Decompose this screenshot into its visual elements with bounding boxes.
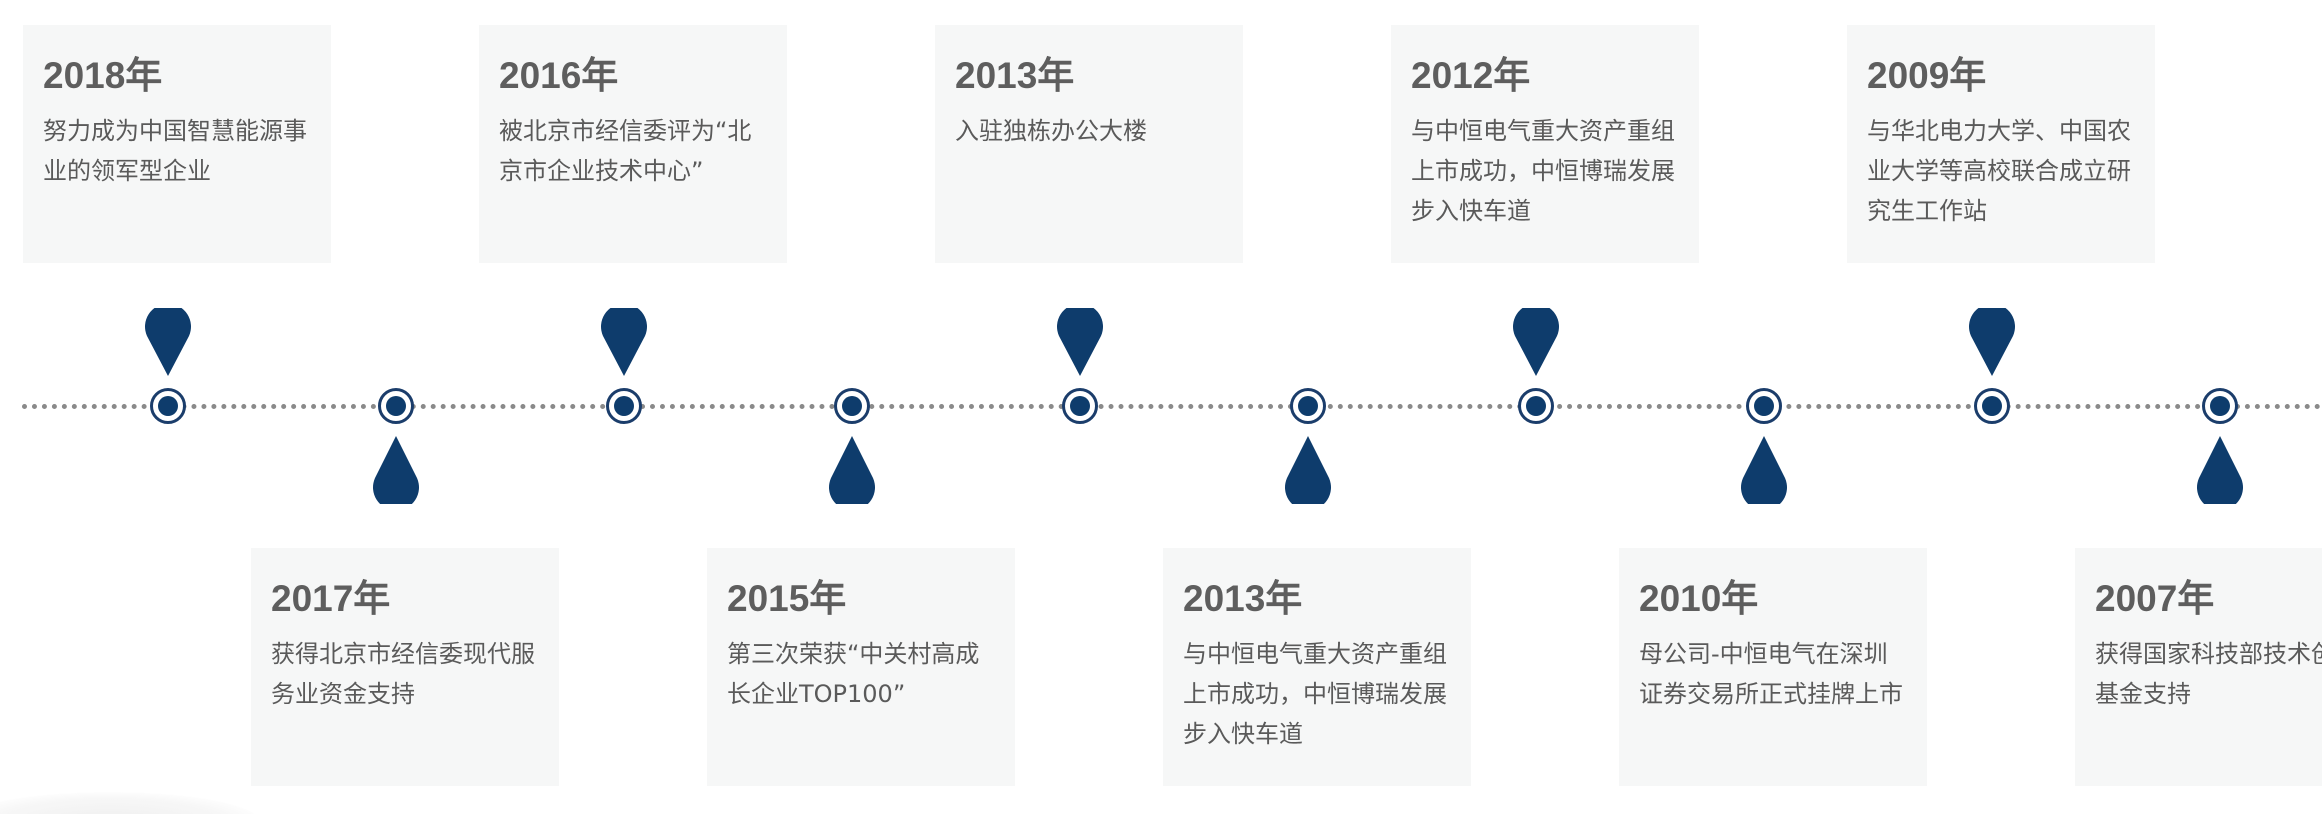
milestone-description: 与中恒电气重大资产重组上市成功，中恒博瑞发展步入快车道 [1183,640,1447,748]
timeline-node [834,388,870,424]
map-pin-icon [601,308,647,378]
milestone-description: 母公司-中恒电气在深圳证券交易所正式挂牌上市 [1639,640,1903,708]
milestone-year: 2012年 [1411,55,1531,96]
milestone-description: 努力成为中国智慧能源事业的领军型企业 [43,117,307,185]
milestone-description: 与华北电力大学、中国农业大学等高校联合成立研究生工作站 [1867,117,2131,225]
milestone-card: 2016年被北京市经信委评为“北京市企业技术中心” [479,25,787,263]
timeline-node [1290,388,1326,424]
milestone-card: 2009年与华北电力大学、中国农业大学等高校联合成立研究生工作站 [1847,25,2155,263]
map-pin-icon [145,308,191,378]
milestone-card: 2010年母公司-中恒电气在深圳证券交易所正式挂牌上市 [1619,548,1927,786]
map-pin-icon [1513,308,1559,378]
timeline-node [150,388,186,424]
drop-pin-icon [2197,434,2243,504]
milestone-description: 获得国家科技部技术创新基金支持 [2095,640,2322,708]
drop-pin-icon [829,434,875,504]
milestone-year: 2007年 [2095,578,2215,619]
drop-pin-icon [1285,434,1331,504]
milestone-card: 2017年获得北京市经信委现代服务业资金支持 [251,548,559,786]
milestone-card: 2013年与中恒电气重大资产重组上市成功，中恒博瑞发展步入快车道 [1163,548,1471,786]
milestone-card: 2007年获得国家科技部技术创新基金支持 [2075,548,2322,786]
timeline-node [606,388,642,424]
milestone-year: 2013年 [1183,578,1303,619]
milestone-card: 2015年第三次荣获“中关村高成长企业TOP100” [707,548,1015,786]
drop-pin-icon [373,434,419,504]
milestone-year: 2013年 [955,55,1075,96]
timeline-node [1746,388,1782,424]
milestone-description: 入驻独栋办公大楼 [955,117,1147,145]
timeline-node [378,388,414,424]
milestone-year: 2009年 [1867,55,1987,96]
milestone-description: 第三次荣获“中关村高成长企业TOP100” [727,640,980,708]
milestone-description: 被北京市经信委评为“北京市企业技术中心” [499,117,752,185]
milestone-card: 2018年努力成为中国智慧能源事业的领军型企业 [23,25,331,263]
milestone-card: 2013年入驻独栋办公大楼 [935,25,1243,263]
map-pin-icon [1057,308,1103,378]
map-pin-icon [1969,308,2015,378]
milestone-year: 2010年 [1639,578,1759,619]
milestone-year: 2016年 [499,55,619,96]
milestone-year: 2017年 [271,578,391,619]
milestone-card: 2012年与中恒电气重大资产重组上市成功，中恒博瑞发展步入快车道 [1391,25,1699,263]
drop-pin-icon [1741,434,1787,504]
milestone-year: 2015年 [727,578,847,619]
timeline-node [1518,388,1554,424]
timeline-axis [22,404,2322,409]
timeline-node [1974,388,2010,424]
milestone-year: 2018年 [43,55,163,96]
corner-shadow-decoration [0,792,260,814]
timeline-node [2202,388,2238,424]
timeline-node [1062,388,1098,424]
milestone-description: 与中恒电气重大资产重组上市成功，中恒博瑞发展步入快车道 [1411,117,1675,225]
milestone-description: 获得北京市经信委现代服务业资金支持 [271,640,535,708]
